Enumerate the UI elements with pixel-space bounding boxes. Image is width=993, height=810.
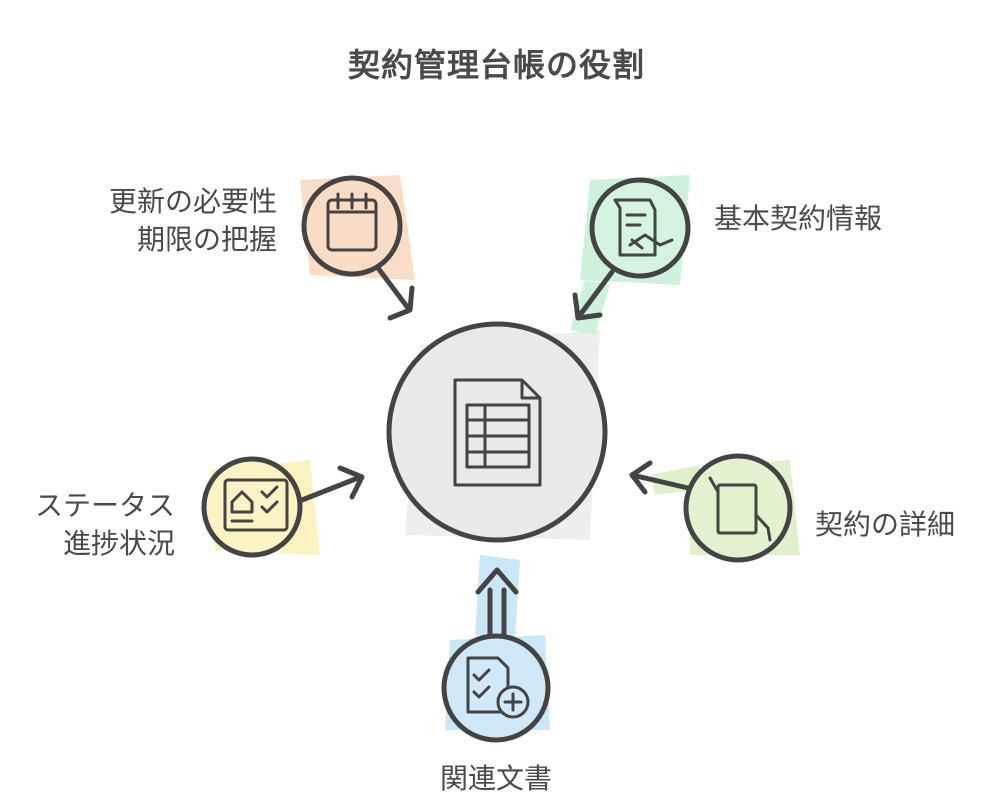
basic-info-label: 基本契約情報: [714, 200, 882, 238]
checklist-home-icon: [223, 478, 289, 532]
related-docs-label-line-1: 関連文書: [439, 762, 552, 795]
related-docs-arrow: [475, 567, 519, 638]
center-node: [386, 321, 608, 543]
calendar-icon: [326, 192, 378, 252]
related-docs-node: [441, 555, 551, 743]
hand-holding-document-icon: [708, 476, 772, 542]
renewal-label: 更新の必要性 期限の把握: [109, 183, 277, 259]
basic-info-node: [570, 175, 691, 335]
status-label-line-2: 進捗状況: [62, 527, 175, 560]
basic-info-label-line-1: 基本契約情報: [714, 202, 883, 235]
diagram-title: 契約管理台帳の役割: [347, 46, 645, 84]
document-add-icon: [466, 656, 530, 719]
basic-info-arrow: [572, 269, 615, 321]
details-node: [629, 453, 800, 563]
status-label-line-1: ステータス: [34, 489, 175, 522]
status-label: ステータス 進捗状況: [35, 487, 175, 563]
spreadsheet-document-icon: [453, 378, 542, 487]
renewal-label-line-1: 更新の必要性: [108, 185, 277, 218]
renewal-label-line-2: 期限の把握: [136, 223, 277, 256]
details-label-line-1: 契約の詳細: [815, 508, 956, 541]
details-arrow: [629, 460, 691, 495]
status-arrow: [299, 465, 365, 503]
handshake-contract-icon: [613, 198, 674, 257]
status-node: [201, 456, 365, 558]
details-label: 契約の詳細: [815, 506, 955, 544]
related-docs-label: 関連文書: [396, 760, 596, 798]
renewal-arrow: [375, 265, 415, 321]
renewal-node: [300, 175, 415, 321]
